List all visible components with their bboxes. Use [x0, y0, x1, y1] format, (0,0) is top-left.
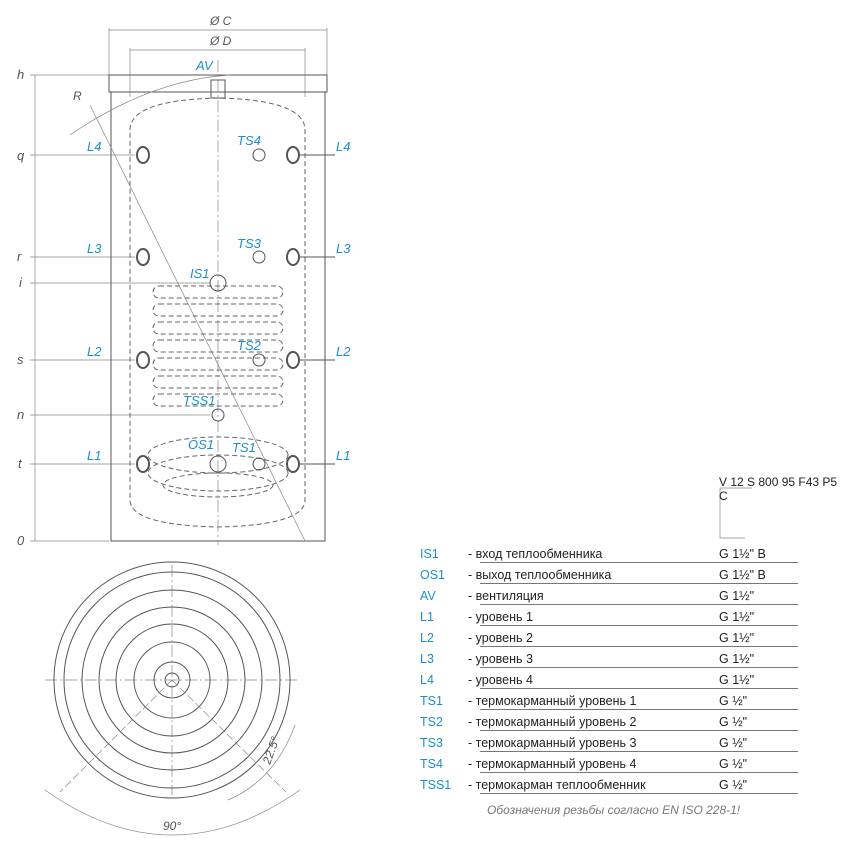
- legend-row: AV - вентиляция G 1½": [420, 583, 798, 605]
- legend-thread: G 1½": [719, 673, 755, 687]
- port-label-TS4: TS4: [237, 133, 261, 148]
- port-label-L3: L3: [87, 241, 102, 256]
- legend-code: L1: [420, 610, 434, 624]
- legend-description: - выход теплообменника: [468, 568, 612, 582]
- ports: [136, 146, 335, 473]
- legend-description: - термокарман теплообменник: [468, 778, 646, 792]
- legend-code: OS1: [420, 568, 446, 582]
- legend-description: - уровень 4: [468, 673, 533, 687]
- port-label-AV: AV: [195, 58, 214, 73]
- legend-code: L4: [420, 673, 434, 687]
- legend-row: TS4 - термокарманный уровень 4 G ½": [420, 751, 798, 773]
- legend-row: IS1 - вход теплообменника G 1½" В: [420, 541, 798, 563]
- level-t: t: [18, 456, 23, 471]
- legend-thread: G ½": [719, 694, 748, 708]
- radius-label: R: [73, 89, 82, 103]
- legend-description: - уровень 1: [468, 610, 533, 624]
- legend-description: - уровень 2: [468, 631, 533, 645]
- port-label-L2: L2: [336, 344, 351, 359]
- outer-diameter-label: Ø C: [209, 14, 232, 28]
- port-label-IS1: IS1: [190, 266, 210, 281]
- level-i: i: [19, 275, 23, 290]
- level-0: 0: [17, 533, 25, 548]
- legend-code: TSS1: [420, 778, 452, 792]
- port-label-L1: L1: [336, 448, 350, 463]
- diameter-dimensions: Ø C Ø D: [108, 14, 328, 97]
- legend-description: - термокарманный уровень 2: [468, 715, 637, 729]
- port-label-OS1: OS1: [188, 437, 214, 452]
- legend-thread: G 1½": [719, 589, 755, 603]
- heat-exchanger-coil: [147, 285, 289, 498]
- legend-row: TSS1 - термокарман теплообменник G ½": [420, 772, 798, 794]
- legend-thread: G ½": [719, 715, 748, 729]
- legend-thread: G 1½" В: [719, 568, 766, 582]
- thread-standard-note: Обозначения резьбы согласно EN ISO 228-1…: [487, 803, 741, 817]
- level-n: n: [17, 407, 24, 422]
- connection-legend-table: IS1 - вход теплообменника G 1½" В OS1 - выхо…: [420, 541, 798, 794]
- port-label-L1: L1: [87, 448, 101, 463]
- legend-thread: G 1½": [719, 631, 755, 645]
- legend-description: - термокарманный уровень 4: [468, 757, 637, 771]
- port-label-L4: L4: [336, 139, 350, 154]
- port-label-L4: L4: [87, 139, 101, 154]
- port-label-TS3: TS3: [237, 236, 262, 251]
- legend-code: AV: [420, 589, 436, 603]
- legend-thread: G ½": [719, 778, 748, 792]
- legend-description: - термокарманный уровень 3: [468, 736, 637, 750]
- level-r: r: [17, 249, 22, 264]
- inner-diameter-label: Ø D: [209, 34, 232, 48]
- legend-row: L3 - уровень 3 G 1½": [420, 646, 798, 668]
- model-code: V 12 S 800 95 F43 P5 C: [719, 475, 838, 503]
- legend-code: TS1: [420, 694, 443, 708]
- port-label-L3: L3: [336, 241, 351, 256]
- legend-row: TS2 - термокарманный уровень 2 G ½": [420, 709, 798, 731]
- top-view: 90° 22.5°: [44, 561, 301, 836]
- level-q: q: [17, 148, 25, 163]
- angle-22-label: 22.5°: [259, 735, 282, 767]
- port-labels: AV L4 L4 L3 L3 L2 L2 L1 L1 TS4 TS3 IS1 TS2 T…: [87, 58, 351, 463]
- legend-row: TS1 - термокарманный уровень 1 G ½": [420, 688, 798, 710]
- tank-body: R: [69, 60, 328, 545]
- legend-code: IS1: [420, 547, 439, 561]
- legend-code: TS3: [420, 736, 443, 750]
- legend-code: TS4: [420, 757, 443, 771]
- legend-row: L2 - уровень 2 G 1½": [420, 625, 798, 647]
- legend-row: L4 - уровень 4 G 1½": [420, 667, 798, 689]
- legend-row: OS1 - выход теплообменника G 1½" В: [420, 562, 798, 584]
- level-s: s: [17, 352, 24, 367]
- legend-description: - термокарманный уровень 1: [468, 694, 637, 708]
- port-label-TSS1: TSS1: [183, 393, 216, 408]
- legend-code: L3: [420, 652, 434, 666]
- port-label-TS1: TS1: [232, 440, 256, 455]
- legend-thread: G ½": [719, 736, 748, 750]
- legend-row: L1 - уровень 1 G 1½": [420, 604, 798, 626]
- legend-row: TS3 - термокарманный уровень 3 G ½": [420, 730, 798, 752]
- legend-thread: G 1½": [719, 652, 755, 666]
- angle-90-label: 90°: [163, 819, 181, 833]
- legend-thread: G 1½": [719, 610, 755, 624]
- level-h: h: [17, 67, 24, 82]
- legend-description: - вентиляция: [468, 589, 544, 603]
- legend-description: - вход теплообменника: [468, 547, 603, 561]
- legend-description: - уровень 3: [468, 652, 533, 666]
- port-label-TS2: TS2: [237, 338, 262, 353]
- legend-code: L2: [420, 631, 434, 645]
- legend-thread: G ½": [719, 757, 748, 771]
- port-label-L2: L2: [87, 344, 102, 359]
- height-axis: h q r i s n t 0: [17, 67, 210, 548]
- legend-code: TS2: [420, 715, 443, 729]
- legend-thread: G 1½" В: [719, 547, 766, 561]
